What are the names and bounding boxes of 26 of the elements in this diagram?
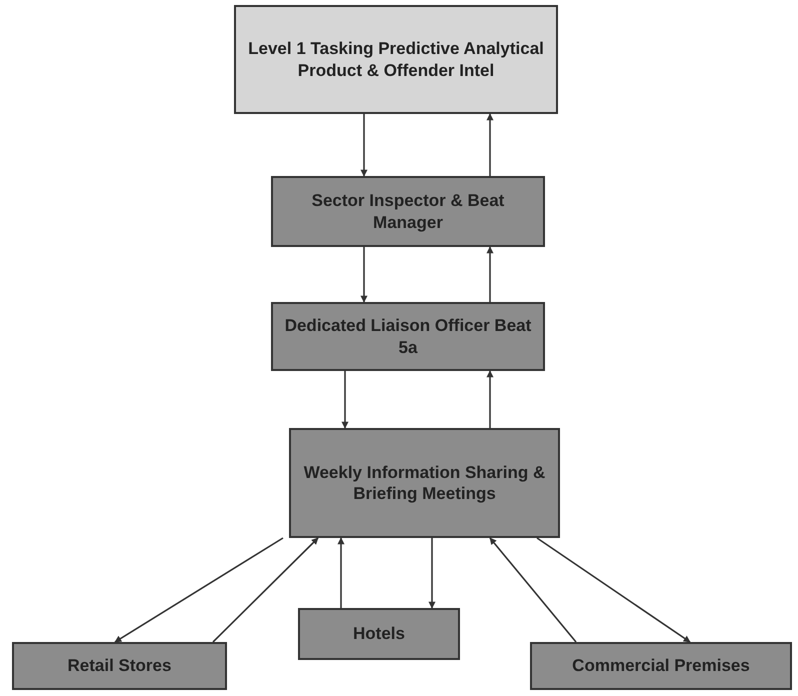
arrow [536,537,691,643]
arrow [360,247,368,303]
box-label: Dedicated Liaison Officer Beat 5a [284,315,532,358]
process-box [271,302,545,371]
arrow [338,537,344,608]
process-box [289,428,560,538]
box-label: Retail Stores [68,655,172,677]
arrow [428,538,436,609]
arrow [114,537,284,643]
arrow [486,113,494,176]
process-box [298,608,460,660]
process-box [271,176,545,247]
process-box [12,642,227,690]
arrow [342,371,348,429]
arrow [486,370,494,428]
arrow [212,537,319,643]
arrow [360,114,368,177]
process-box [234,5,558,114]
box-label: Commercial Premises [572,655,750,677]
arrow [489,537,577,642]
box-label: Weekly Information Sharing & Briefing Meetings [302,462,546,504]
process-box [530,642,792,690]
box-label: Hotels [353,623,405,645]
box-label: Sector Inspector & Beat Manager [310,190,506,233]
box-label: Level 1 Tasking Predictive Analytical Product & Offender Intel [247,38,545,81]
arrow [486,246,494,302]
